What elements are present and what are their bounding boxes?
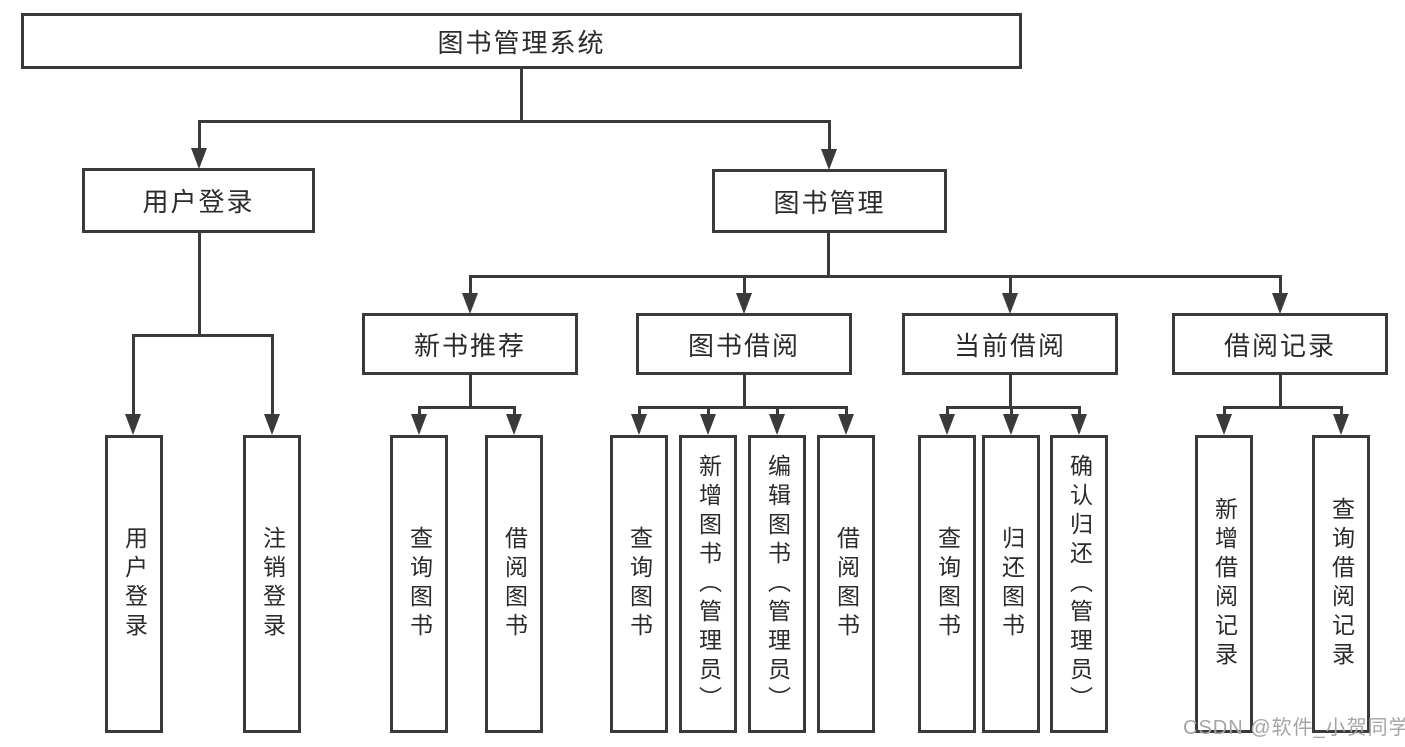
node-borrow-records-label: 借阅记录 bbox=[1223, 330, 1336, 361]
arrow-down-icon bbox=[125, 414, 141, 435]
leaf-query-borrow-record-label: 查询借阅记录 bbox=[1328, 497, 1355, 671]
arrow-down-icon bbox=[838, 414, 854, 435]
connector-bookborrow-stem bbox=[743, 375, 746, 409]
connector-arrow-shaft bbox=[1279, 275, 1282, 295]
arrow-down-icon bbox=[939, 414, 955, 435]
leaf-borrow-books-borrow-label: 借阅图书 bbox=[833, 526, 860, 642]
leaf-query-books-borrow-label: 查询图书 bbox=[626, 526, 653, 642]
arrow-down-icon bbox=[821, 149, 837, 170]
leaf-add-books-admin: 新增图书（管理员） bbox=[679, 435, 737, 733]
leaf-user-login-label: 用户登录 bbox=[121, 526, 148, 642]
arrow-down-icon bbox=[462, 293, 478, 314]
leaf-return-books-label: 归还图书 bbox=[998, 526, 1025, 642]
node-user-login-label: 用户登录 bbox=[142, 187, 255, 217]
connector-userlogin-stem bbox=[198, 233, 201, 337]
connector-arrow-shaft bbox=[469, 275, 472, 295]
connector-arrow-shaft bbox=[1009, 275, 1012, 295]
arrow-down-icon bbox=[1216, 414, 1232, 435]
arrow-down-icon bbox=[1003, 414, 1019, 435]
connector-arrow-shaft bbox=[418, 406, 421, 418]
node-book-management-label: 图书管理 bbox=[773, 187, 886, 218]
arrow-down-icon bbox=[700, 414, 716, 435]
arrow-down-icon bbox=[411, 414, 427, 435]
leaf-confirm-return-admin-label: 确认归还（管理员） bbox=[1066, 453, 1093, 715]
connector-currentborrow-rail bbox=[946, 406, 1081, 409]
leaf-return-books: 归还图书 bbox=[982, 435, 1040, 733]
connector-bookmgmt-stem bbox=[827, 233, 830, 278]
connector-newbook-rail bbox=[418, 406, 516, 409]
node-new-book-recommend: 新书推荐 bbox=[362, 313, 578, 375]
connector-level3-rail bbox=[469, 275, 1281, 278]
leaf-logout-login: 注销登录 bbox=[243, 435, 301, 733]
connector-arrow-shaft bbox=[198, 120, 201, 150]
connector-arrow-shaft bbox=[776, 406, 779, 418]
leaf-query-borrow-record: 查询借阅记录 bbox=[1312, 435, 1370, 733]
arrow-down-icon bbox=[264, 414, 280, 435]
arrow-down-icon bbox=[506, 414, 522, 435]
node-book-management: 图书管理 bbox=[712, 169, 947, 233]
connector-arrow-shaft bbox=[1340, 406, 1343, 418]
arrow-down-icon bbox=[769, 414, 785, 435]
leaf-add-books-admin-label: 新增图书（管理员） bbox=[695, 453, 722, 715]
connector-arrow-shaft bbox=[513, 406, 516, 418]
node-book-borrow: 图书借阅 bbox=[636, 313, 852, 375]
connector-arrow-shaft bbox=[1223, 406, 1226, 418]
connector-records-stem bbox=[1279, 375, 1282, 409]
connector-arrow-shaft bbox=[638, 406, 641, 418]
leaf-borrow-books-newbook: 借阅图书 bbox=[485, 435, 543, 733]
arrow-down-icon bbox=[191, 148, 207, 169]
leaf-borrow-books-borrow: 借阅图书 bbox=[817, 435, 875, 733]
connector-arrow-shaft bbox=[271, 334, 274, 416]
leaf-query-books-newbook-label: 查询图书 bbox=[406, 526, 433, 642]
node-library-system-label: 图书管理系统 bbox=[437, 27, 606, 58]
connector-arrow-shaft bbox=[828, 120, 831, 150]
node-book-borrow-label: 图书借阅 bbox=[687, 330, 800, 361]
arrow-down-icon bbox=[1002, 293, 1018, 314]
arrow-down-icon bbox=[1272, 293, 1288, 314]
arrow-down-icon bbox=[1071, 414, 1087, 435]
node-borrow-records: 借阅记录 bbox=[1172, 313, 1388, 375]
node-user-login: 用户登录 bbox=[82, 168, 315, 233]
leaf-user-login: 用户登录 bbox=[105, 435, 163, 733]
csdn-watermark: CSDN @软件_小贺同学 bbox=[1183, 717, 1405, 739]
node-current-borrow-label: 当前借阅 bbox=[953, 330, 1066, 361]
connector-root-stem bbox=[520, 69, 523, 123]
connector-arrow-shaft bbox=[132, 334, 135, 416]
leaf-edit-books-admin: 编辑图书（管理员） bbox=[748, 435, 806, 733]
arrow-down-icon bbox=[631, 414, 647, 435]
leaf-query-books-newbook: 查询图书 bbox=[390, 435, 448, 733]
connector-arrow-shaft bbox=[707, 406, 710, 418]
connector-currentborrow-stem bbox=[1009, 375, 1012, 409]
leaf-confirm-return-admin: 确认归还（管理员） bbox=[1050, 435, 1108, 733]
connector-arrow-shaft bbox=[845, 406, 848, 418]
leaf-query-books-current-label: 查询图书 bbox=[934, 526, 961, 642]
connector-userlogin-rail bbox=[132, 334, 274, 337]
connector-bookborrow-rail bbox=[638, 406, 848, 409]
leaf-borrow-books-newbook-label: 借阅图书 bbox=[501, 526, 528, 642]
connector-newbook-stem bbox=[469, 375, 472, 409]
leaf-query-books-borrow: 查询图书 bbox=[610, 435, 668, 733]
connector-records-rail bbox=[1223, 406, 1343, 409]
connector-arrow-shaft bbox=[743, 275, 746, 295]
leaf-query-books-current: 查询图书 bbox=[918, 435, 976, 733]
leaf-logout-login-label: 注销登录 bbox=[259, 526, 286, 642]
connector-level2-rail bbox=[198, 120, 831, 123]
node-library-system: 图书管理系统 bbox=[21, 13, 1022, 69]
node-current-borrow: 当前借阅 bbox=[902, 313, 1118, 375]
arrow-down-icon bbox=[736, 293, 752, 314]
leaf-add-borrow-record: 新增借阅记录 bbox=[1195, 435, 1253, 733]
leaf-add-borrow-record-label: 新增借阅记录 bbox=[1211, 497, 1238, 671]
connector-arrow-shaft bbox=[1078, 406, 1081, 418]
arrow-down-icon bbox=[1333, 414, 1349, 435]
connector-arrow-shaft bbox=[1010, 406, 1013, 418]
connector-arrow-shaft bbox=[946, 406, 949, 418]
node-new-book-recommend-label: 新书推荐 bbox=[413, 330, 526, 361]
leaf-edit-books-admin-label: 编辑图书（管理员） bbox=[764, 453, 791, 715]
